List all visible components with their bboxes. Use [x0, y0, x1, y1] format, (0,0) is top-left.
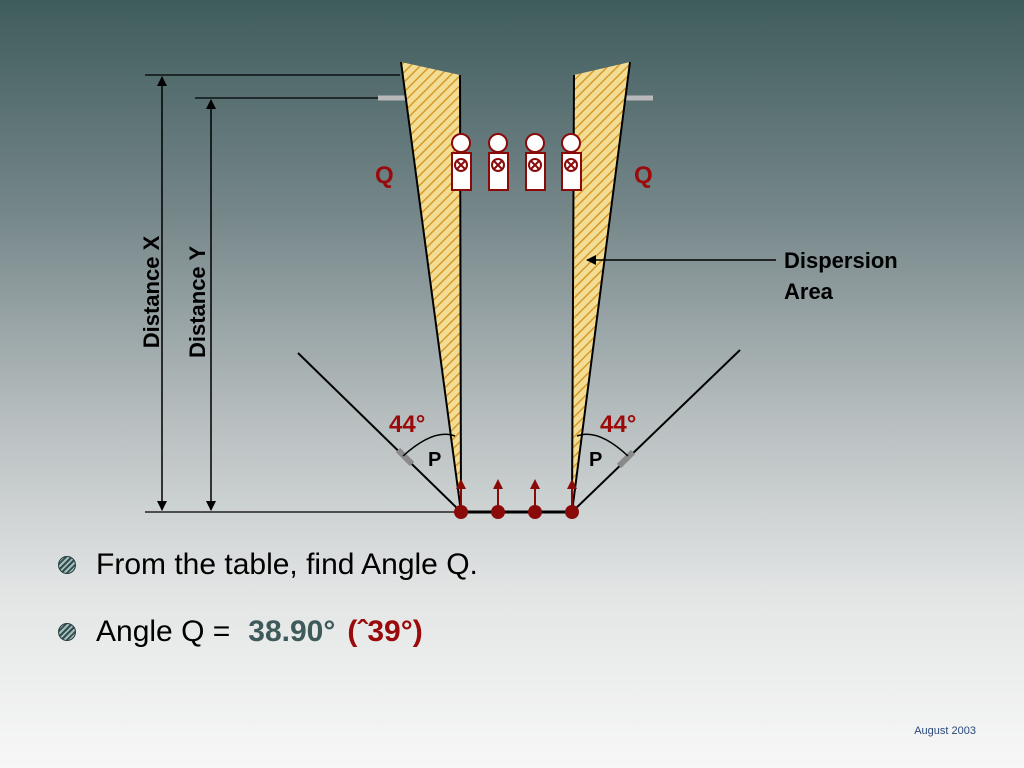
dispersion-label-line1: Dispersion	[784, 248, 898, 273]
shooter-position	[491, 505, 505, 519]
angle-q-value: 38.90°	[248, 615, 336, 648]
left-angle-arc	[402, 433, 456, 457]
target-figure	[525, 133, 546, 191]
left-grey-tick	[395, 447, 415, 467]
shooting-angle-diagram: Distance X Distance Y 44° 44° P P Q Q	[139, 61, 898, 519]
left-angle-q-label: Q	[375, 162, 394, 189]
left-angle-p-label: P	[428, 449, 441, 471]
right-wedge-outer-edge	[571, 61, 631, 513]
shooter-position	[454, 505, 468, 519]
bullet-icon	[58, 556, 76, 574]
footer-date: August 2003	[914, 725, 976, 737]
bullet-angle-result: Angle Q = 38.90° (ˆ39°)	[58, 615, 423, 649]
bullet-find-angle: From the table, find Angle Q.	[58, 548, 478, 582]
angle-q-rounded: (ˆ39°)	[347, 615, 423, 648]
shooter-position	[565, 505, 579, 519]
target-figure	[451, 133, 472, 191]
right-grey-tick	[616, 449, 636, 469]
right-angle-q-label: Q	[634, 162, 653, 189]
left-angle-value: 44°	[389, 411, 425, 438]
bullet-text: From the table, find Angle Q.	[96, 548, 478, 581]
angle-q-label: Angle Q =	[96, 615, 231, 648]
right-angle-arc	[576, 433, 629, 457]
target-figure	[561, 133, 582, 191]
left-wedge-outer-edge	[400, 61, 462, 513]
distance-y-label: Distance Y	[185, 246, 210, 358]
right-angle-p-label: P	[589, 449, 602, 471]
right-angle-value: 44°	[600, 411, 636, 438]
distance-x-label: Distance X	[139, 235, 164, 348]
left-diagonal-line	[297, 352, 462, 513]
right-diagonal-line	[571, 349, 741, 513]
shooter-position	[528, 505, 542, 519]
bullet-icon	[58, 623, 76, 641]
target-figure	[488, 133, 509, 191]
dispersion-label-line2: Area	[784, 279, 834, 304]
